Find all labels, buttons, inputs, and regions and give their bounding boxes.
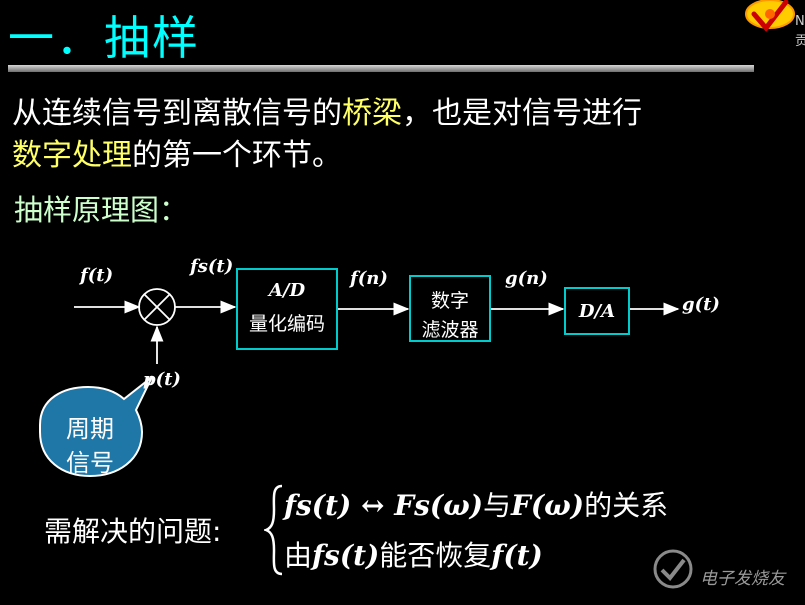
- question-item-2: 由fs(t)能否恢复f(t): [284, 534, 543, 574]
- intro-line-2: 数字处理的第一个环节。: [12, 135, 642, 177]
- dac-box: D/A: [564, 287, 630, 335]
- adc-box-label: A/D: [268, 280, 306, 301]
- adc-output-label: f(n): [350, 268, 388, 289]
- filter-output-label: g(n): [505, 268, 548, 289]
- filter-box-line2: 滤波器: [421, 319, 479, 341]
- output-signal-label: g(t): [682, 294, 720, 315]
- adc-box-sublabel: 量化编码: [248, 313, 325, 335]
- diagram-heading: 抽样原理图：: [14, 193, 189, 227]
- intro-text: 的第一个环节。: [132, 138, 342, 173]
- callout-text: 周期 信号: [50, 412, 130, 480]
- watermark-text: 电子发烧友: [700, 569, 785, 589]
- callout-line-1: 周期: [66, 415, 114, 443]
- question-text: 能否恢复: [379, 539, 492, 572]
- logo-glyph-n: N: [795, 14, 805, 29]
- intro-text: ，也是对信号进行: [402, 96, 642, 131]
- callout-line-2: 信号: [66, 449, 114, 477]
- intro-highlight-dsp: 数字处理: [12, 138, 132, 173]
- intro-highlight-bridge: 桥梁: [342, 96, 402, 131]
- transform-pair: fs(t) ↔ Fs(ω): [284, 489, 483, 522]
- filter-box-line1: 数字: [430, 290, 469, 312]
- intro-paragraph: 从连续信号到离散信号的桥梁，也是对信号进行 数字处理的第一个环节。: [12, 93, 642, 177]
- original-term: f(t): [491, 539, 543, 572]
- question-text: 由: [284, 539, 313, 572]
- logo-icon: [745, 0, 795, 32]
- questions-lead: 需解决的问题:: [44, 515, 222, 548]
- spectrum-term: F(ω): [511, 489, 585, 522]
- adc-box: A/D 量化编码: [236, 268, 338, 350]
- watermark-logo-icon: [653, 549, 693, 589]
- pulse-signal-label: p(t): [143, 369, 181, 390]
- question-text: 的关系: [584, 489, 669, 522]
- intro-line-1: 从连续信号到离散信号的桥梁，也是对信号进行: [12, 93, 642, 135]
- sampled-signal-label: fs(t): [190, 256, 234, 277]
- question-text: 与: [483, 489, 512, 522]
- question-item-1: fs(t) ↔ Fs(ω)与F(ω)的关系: [284, 484, 668, 524]
- logo-glyph-gong: 贡: [795, 34, 805, 49]
- sampled-term: fs(t): [312, 539, 380, 572]
- filter-box: 数字 滤波器: [409, 275, 491, 342]
- title-underline: [8, 65, 754, 72]
- dac-box-label: D/A: [578, 301, 616, 322]
- slide-title: 一．抽样: [8, 11, 200, 65]
- input-signal-label: f(t): [80, 265, 114, 286]
- callout-bubble: [39, 376, 153, 478]
- brace-icon: [264, 484, 283, 576]
- intro-text: 从连续信号到离散信号的: [12, 96, 342, 131]
